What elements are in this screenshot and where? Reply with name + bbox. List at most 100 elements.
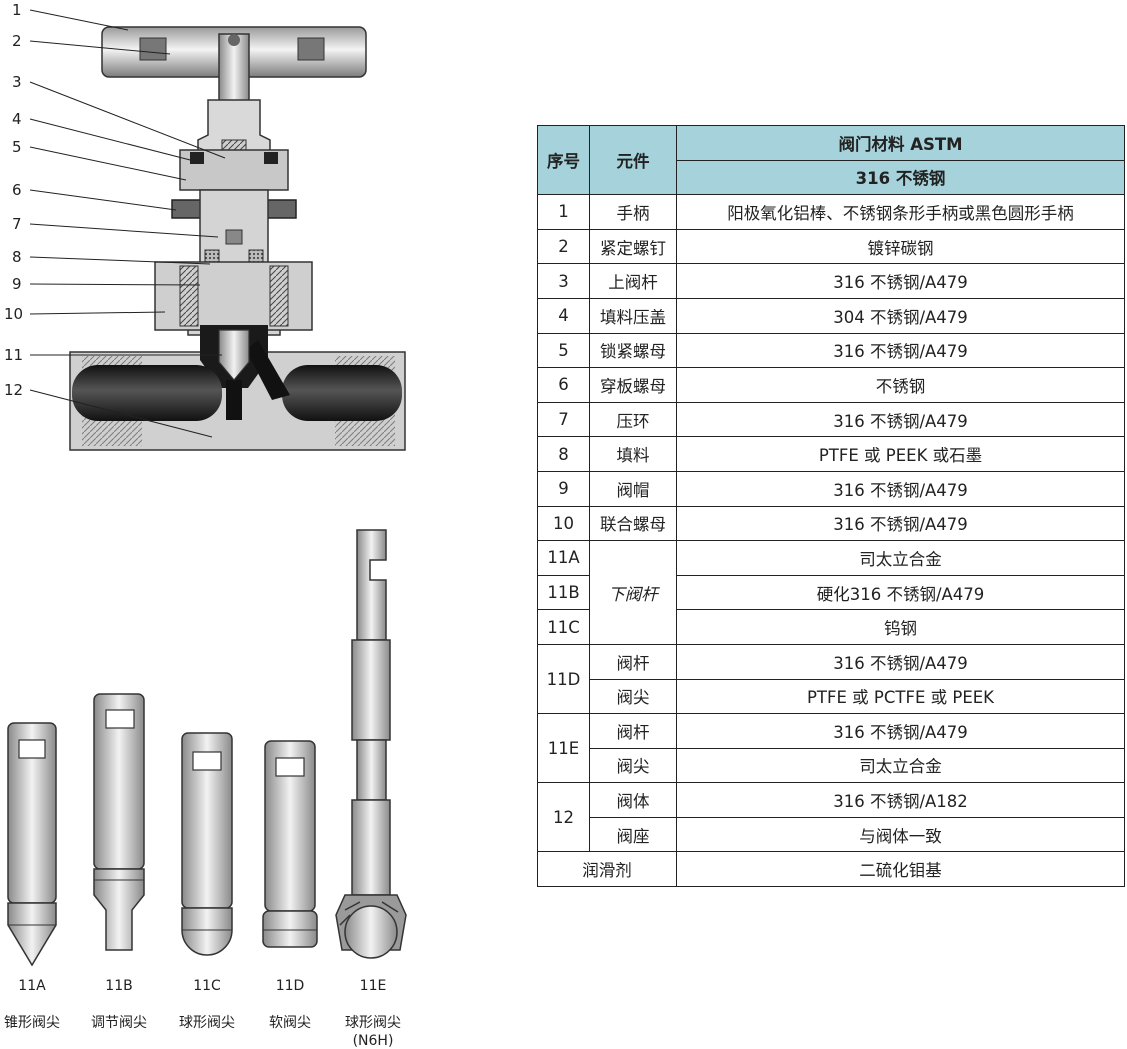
tip-name-11e: 球形阀尖 [345,1015,401,1031]
row-no: 11E [537,713,590,784]
callout-9: 9 [12,275,22,293]
row-part: 压环 [589,401,677,438]
tip-name-11c: 球形阀尖 [179,1015,235,1031]
tip-code-11a: 11A [18,978,46,994]
row-material: 316 不锈钢/A479 [676,332,1125,369]
row-material: 司太立合金 [676,540,1125,576]
stem-tip-11c [181,732,233,956]
row-material: 316 不锈钢/A479 [676,505,1125,542]
tip-code-11b: 11B [105,978,132,994]
row-part: 填料压盖 [589,297,677,334]
header-part: 元件 [589,124,677,196]
lock-nut [179,149,289,191]
callout-1: 1 [12,1,22,19]
tip-code-11e: 11E [360,978,387,994]
callout-6: 6 [12,181,22,199]
table-row: 阀尖 PTFE 或 PCTFE 或 PEEK [538,678,1125,715]
callout-2: 2 [12,32,22,50]
callout-leaders [29,9,226,438]
row-part: 阀杆 [589,713,677,749]
lower-stem-tip [218,329,250,381]
lubricant-material: 二硫化钼基 [676,851,1125,888]
row-material: PTFE 或 PCTFE 或 PEEK [676,678,1125,715]
row-part: 锁紧螺母 [589,332,677,369]
row-no: 11A [537,540,590,576]
row-part: 阀体 [589,782,677,818]
callout-numbers: 1 2 3 4 5 6 7 8 9 10 11 12 [4,1,23,399]
row-material: 316 不锈钢/A479 [676,401,1125,438]
tip-code-11c: 11C [193,978,221,994]
row-part: 阀尖 [589,678,677,715]
callout-4: 4 [12,110,22,128]
row-part: 阀尖 [589,747,677,784]
stem-tip-11b [93,693,145,951]
row-no: 11C [537,609,590,645]
table-row: 润滑剂 二硫化钼基 [537,851,1125,888]
row-no: 11B [537,574,590,611]
row-material: 镀锌碳钢 [676,228,1125,265]
row-material: 司太立合金 [676,747,1125,784]
stem-tip-11e [335,529,407,959]
row-part: 填料 [589,436,677,472]
callout-11: 11 [4,346,23,364]
row-material: PTFE 或 PEEK 或石墨 [676,436,1125,472]
row-no: 12 [537,782,590,853]
callout-10: 10 [4,305,23,323]
row-part: 手柄 [589,194,677,230]
row-material: 与阀体一致 [676,816,1125,853]
row-material: 硬化316 不锈钢/A479 [676,574,1125,611]
row-part: 上阀杆 [589,263,677,299]
table-row: 12 阀体 316 不锈钢/A182 [537,782,1125,853]
tip-name-11a: 锥形阀尖 [4,1015,60,1031]
table-row: 11C 钨钢 [537,609,1125,645]
tip-name2-11e: (N6H) [353,1033,394,1049]
row-part: 阀帽 [589,470,677,507]
row-material: 316 不锈钢/A479 [676,263,1125,299]
tip-name-11d: 软阀尖 [269,1015,311,1031]
row-material: 316 不锈钢/A479 [676,643,1125,680]
row-part: 紧定螺钉 [589,228,677,265]
row-no: 11D [537,643,590,715]
callout-7: 7 [12,215,22,233]
header-no: 序号 [537,124,590,196]
lower-stem-part: 下阀杆 [589,540,677,645]
row-part: 阀杆 [589,643,677,680]
stem-tip-11a [7,722,57,967]
row-no: 10 [537,505,590,542]
callout-3: 3 [12,73,22,91]
row-no: 7 [537,401,590,438]
row-material: 不锈钢 [676,367,1125,403]
row-no: 3 [537,263,590,299]
row-no: 2 [537,228,590,265]
row-no: 5 [537,332,590,369]
row-material: 316 不锈钢/A479 [676,713,1125,749]
row-no: 4 [537,297,590,334]
tip-name-11b: 调节阀尖 [91,1015,147,1031]
row-material: 钨钢 [676,609,1125,645]
lubricant-part: 润滑剂 [537,851,677,888]
callout-12: 12 [4,381,23,399]
row-material: 阳极氧化铝棒、不锈钢条形手柄或黑色圆形手柄 [676,194,1125,230]
table-row: 11D 阀杆 316 不锈钢/A479 [537,643,1125,715]
tip-code-11d: 11D [276,978,305,994]
valve-cross-section [69,26,406,451]
stem-tip-11d [262,740,318,948]
row-part: 穿板螺母 [589,367,677,403]
table-row: 11B 硬化316 不锈钢/A479 [537,574,1125,611]
table-row: 11A 下阀杆 司太立合金 [537,540,1125,645]
header-grade: 316 不锈钢 [676,159,1125,196]
row-part: 联合螺母 [589,505,677,542]
row-material: 316 不锈钢/A479 [676,470,1125,507]
row-part: 阀座 [589,816,677,853]
row-no: 1 [537,194,590,230]
row-no: 8 [537,436,590,472]
header-material-title: 阀门材料 ASTM [676,125,1125,161]
